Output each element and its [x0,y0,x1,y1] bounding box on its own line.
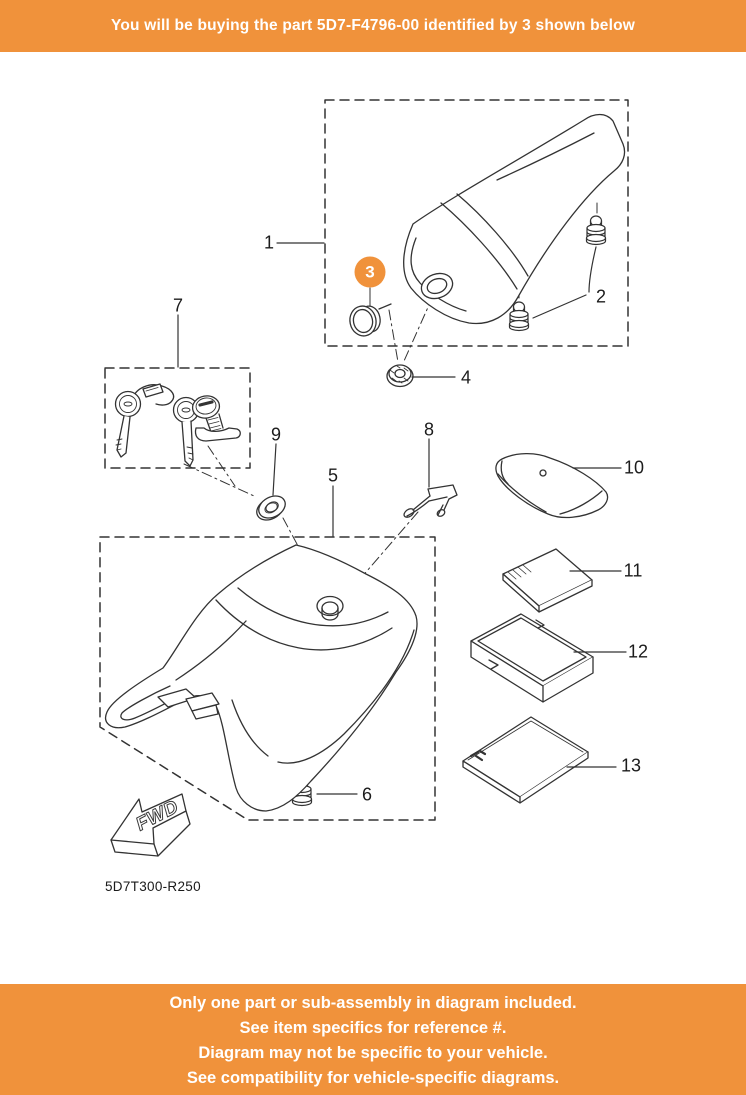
callout-2: 2 [595,286,607,307]
callout-1: 1 [263,232,275,253]
main-seat-drawing [105,544,418,812]
highlighted-part-badge: 3 [354,256,386,288]
callout-9: 9 [270,424,282,445]
tray-lid-drawing [502,548,593,613]
callout-6: 6 [361,784,373,805]
lock-cylinder-drawing [191,395,241,442]
callout-13: 13 [620,755,642,776]
grommet-part-3-drawing [349,303,392,337]
washer-part-9-drawing [256,495,286,521]
callout-7: 7 [172,295,184,316]
callout-8: 8 [423,419,435,440]
callout-4: 4 [460,367,472,388]
leader-lines [177,242,627,795]
footer-line-4: See compatibility for vehicle-specific d… [186,1069,560,1087]
key-set-drawing [114,383,200,467]
callout-11: 11 [623,560,643,581]
rear-seat-group-box [324,99,629,347]
diagram-reference-code: 5D7T300-R250 [105,879,201,894]
callout-5: 5 [327,465,339,486]
top-banner: You will be buying the part 5D7-F4796-00… [0,0,746,52]
damper-part-2a [585,215,607,246]
callout-12: 12 [627,641,649,662]
booklet-logo-mark [469,749,487,762]
main-seat-group-box [99,536,436,821]
rear-seat-drawing [403,113,626,325]
storage-tray-drawing [470,613,594,703]
footer-line-3: Diagram may not be specific to your vehi… [198,1044,548,1062]
nut-part-4-drawing [386,364,414,388]
clip-part-8-drawing [403,484,458,518]
lock-set-group-box [104,367,251,469]
footer-line-1: Only one part or sub-assembly in diagram… [169,994,577,1012]
booklet-drawing [462,716,589,804]
fwd-arrow-icon: FWD [110,793,191,857]
top-banner-text: You will be buying the part 5D7-F4796-00… [110,17,636,34]
bottom-banner: Only one part or sub-assembly in diagram… [0,984,746,1095]
footer-line-2: See item specifics for reference #. [239,1019,507,1037]
callout-10: 10 [623,457,645,478]
tool-bag-drawing [495,452,609,519]
